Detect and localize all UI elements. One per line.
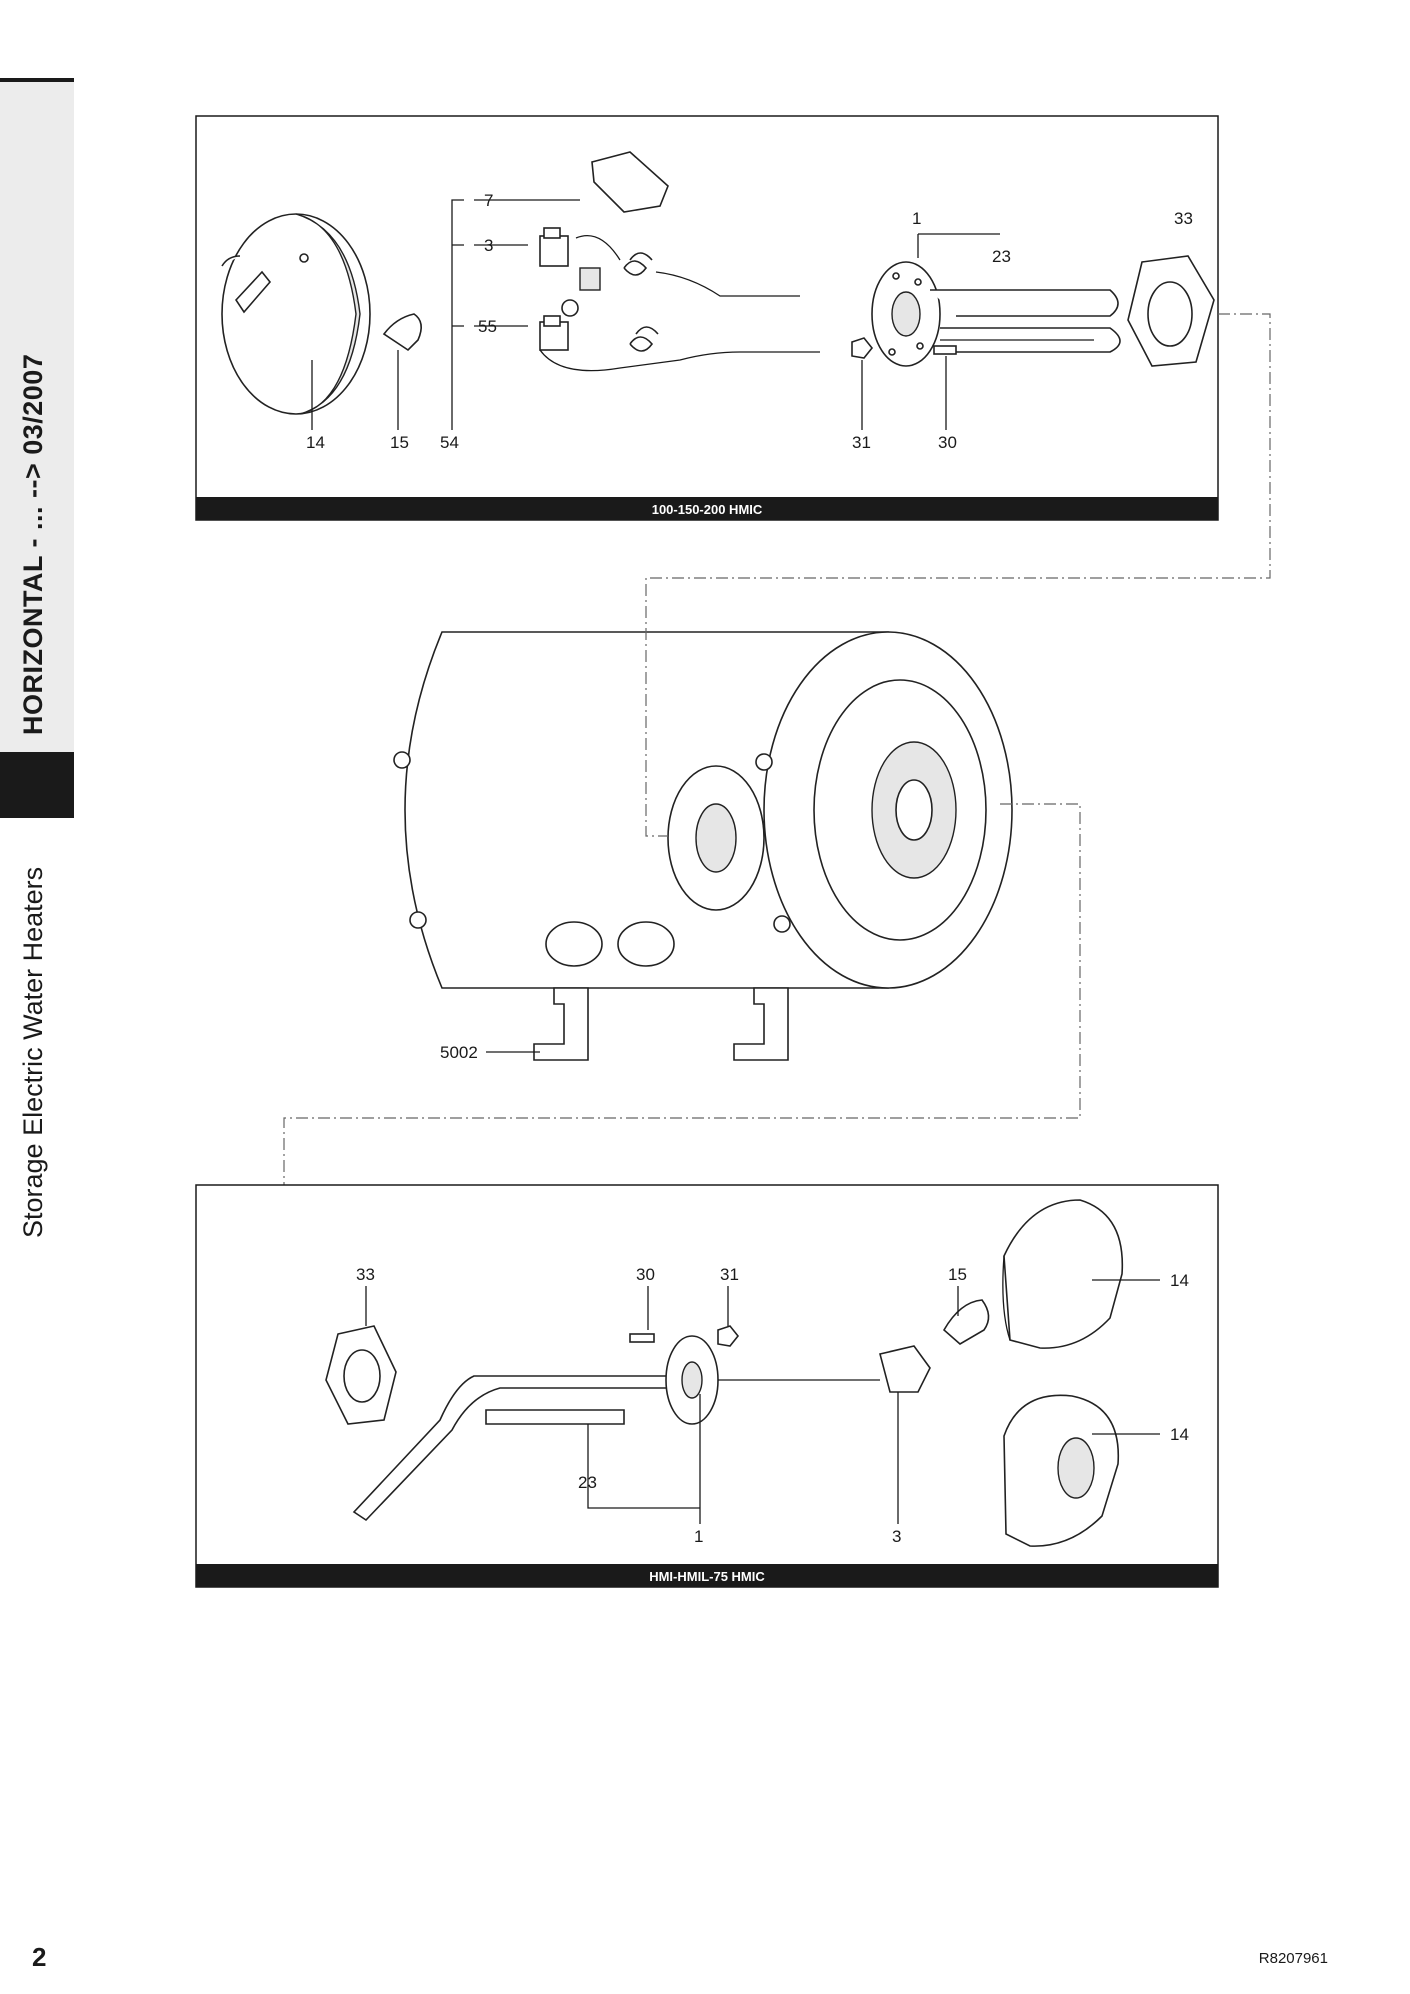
cover-part: [221, 213, 371, 415]
heating-element-part-bottom: [352, 1375, 677, 1522]
screw-part: [933, 345, 957, 355]
callout-14: 14: [306, 433, 325, 452]
callout-23-bottom: 23: [578, 1473, 597, 1492]
gasket-part: [1127, 255, 1215, 367]
fixing-plate-part: [591, 151, 669, 213]
leg-left: [533, 987, 589, 1061]
cover-part-bottom-b: [1003, 1394, 1120, 1547]
top-panel: 100-150-200 HMIC: [195, 115, 1219, 521]
callout-31: 31: [852, 433, 871, 452]
cover-part-bottom-a: [1002, 1199, 1124, 1349]
top-caption-bar: [196, 497, 1218, 520]
bottom-caption: HMI-HMIL-75 HMIC: [649, 1569, 765, 1584]
nut-part-bottom: [717, 1325, 740, 1347]
callout-1-bottom: 1: [694, 1527, 703, 1546]
leg-right: [733, 987, 789, 1061]
callout-5002: 5002: [440, 1043, 478, 1062]
side-tab-marker: [0, 752, 74, 818]
bottom-panel: HMI-HMIL-75 HMIC 33 30 3: [195, 1184, 1219, 1588]
callout-23: 23: [992, 247, 1011, 266]
tank-assembly: 5002: [393, 631, 1013, 1062]
callout-54: 54: [440, 433, 459, 452]
clip-part-bottom: [942, 1299, 990, 1345]
gasket-part-bottom: [325, 1325, 397, 1425]
thermostat-55-part: [539, 234, 820, 372]
clip-part: [382, 313, 422, 352]
callout-14-bottom-b: 14: [1170, 1425, 1189, 1444]
nut-part: [851, 337, 874, 359]
flange-part: [871, 261, 941, 367]
callout-3: 3: [484, 236, 493, 255]
callout-15: 15: [390, 433, 409, 452]
thermostat-part: [539, 227, 800, 297]
top-caption: 100-150-200 HMIC: [652, 502, 763, 517]
callout-31-bottom: 31: [720, 1265, 739, 1284]
callout-55: 55: [478, 317, 497, 336]
callout-3-bottom: 3: [892, 1527, 901, 1546]
callout-33: 33: [1174, 209, 1193, 228]
thermostat-part-bottom: [879, 1345, 931, 1393]
callout-1: 1: [912, 209, 921, 228]
callout-14-bottom-a: 14: [1170, 1271, 1189, 1290]
callout-15-bottom: 15: [948, 1265, 967, 1284]
bottom-caption-bar: [196, 1564, 1218, 1587]
callout-33-bottom: 33: [356, 1265, 375, 1284]
side-tab: [0, 78, 74, 754]
screw-part-bottom: [629, 1333, 655, 1343]
reference-code: R8207961: [1258, 1950, 1328, 1967]
heating-element-part: [930, 289, 1121, 353]
flange-part-bottom: [665, 1335, 719, 1425]
page-number: 2: [32, 1942, 47, 1972]
callout-7: 7: [484, 191, 493, 210]
callout-30: 30: [938, 433, 957, 452]
callout-30-bottom: 30: [636, 1265, 655, 1284]
